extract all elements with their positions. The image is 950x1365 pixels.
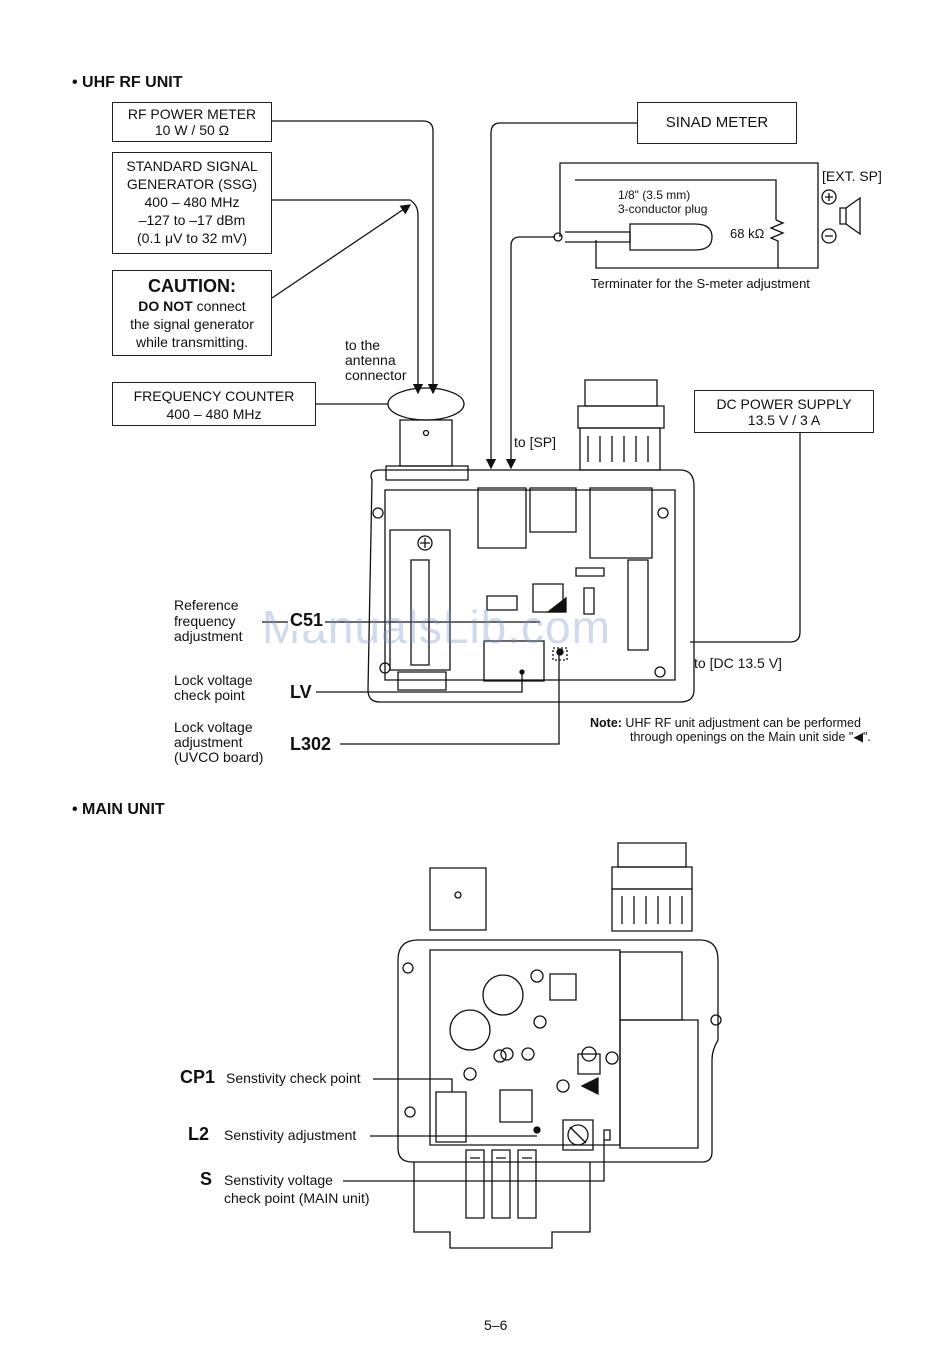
ssg-line4: –127 to –17 dBm	[138, 212, 246, 228]
antenna-note-line1: to the	[345, 337, 381, 353]
lock-adj-line1: Lock voltage	[174, 719, 253, 735]
caution-line2: the signal generator	[130, 316, 254, 332]
freq-counter-spec: 400 – 480 MHz	[166, 406, 262, 422]
note-label: Note:	[590, 716, 622, 730]
ssg-line5: (0.1 μV to 32 mV)	[137, 230, 247, 246]
ref-freq-line3: adjustment	[174, 628, 243, 644]
caution-line3: while transmitting.	[135, 334, 249, 350]
ssg-line1: STANDARD SIGNAL	[126, 158, 258, 174]
plug-size-label: 1/8" (3.5 mm)	[618, 188, 691, 202]
rf-power-meter-spec: 10 W / 50 Ω	[154, 122, 230, 138]
terminator-label: Terminater for the S-meter adjustment	[591, 276, 810, 291]
s-code: S	[200, 1169, 213, 1189]
l2-code: L2	[188, 1124, 210, 1144]
dc-supply-spec: 13.5 V / 3 A	[747, 412, 821, 428]
note-text1: UHF RF unit adjustment can be performed	[621, 716, 861, 730]
dc-supply-title: DC POWER SUPPLY	[716, 396, 852, 412]
ref-freq-line1: Reference	[174, 597, 239, 613]
ext-sp-label: [EXT. SP]	[822, 168, 882, 184]
note-line2: through openings on the Main unit side "…	[630, 730, 871, 744]
freq-counter-title: FREQUENCY COUNTER	[133, 388, 295, 404]
plug-type-label: 3-conductor plug	[618, 202, 708, 216]
note-line1: Note: UHF RF unit adjustment can be perf…	[590, 716, 861, 730]
frequency-counter-box: FREQUENCY COUNTER 400 – 480 MHz	[112, 382, 316, 426]
l302-code: L302	[288, 734, 334, 755]
antenna-note-line2: antenna	[345, 352, 396, 368]
to-sp-label: to [SP]	[514, 434, 557, 450]
s-text-line2: check point (MAIN unit)	[224, 1190, 370, 1206]
rf-power-meter-title: RF POWER METER	[127, 106, 257, 122]
lock-adj-line3: (UVCO board)	[174, 749, 264, 765]
ssg-line2: GENERATOR (SSG)	[126, 176, 258, 192]
lock-check-line1: Lock voltage	[174, 672, 253, 688]
caution-title: CAUTION:	[148, 276, 236, 296]
ssg-line3: 400 – 480 MHz	[144, 194, 240, 210]
caution-line1: connect	[192, 298, 246, 314]
lv-code: LV	[288, 682, 314, 703]
main-section-heading: • MAIN UNIT	[72, 801, 165, 818]
resistor-label: 68 kΩ	[730, 226, 765, 241]
ssg-box: STANDARD SIGNAL GENERATOR (SSG) 400 – 48…	[112, 152, 272, 254]
ref-freq-line2: frequency	[174, 613, 236, 629]
cp1-text: Senstivity check point	[226, 1070, 361, 1086]
cp1-code: CP1	[180, 1067, 216, 1087]
to-dc-label: to [DC 13.5 V]	[694, 655, 782, 671]
lock-check-line2: check point	[174, 687, 245, 703]
sinad-meter-box: SINAD METER	[637, 102, 797, 144]
antenna-note-line3: connector	[345, 367, 407, 383]
page-number: 5–6	[484, 1317, 508, 1333]
lock-adj-line2: adjustment	[174, 734, 243, 750]
rf-power-meter-box: RF POWER METER 10 W / 50 Ω	[112, 102, 272, 142]
caution-box: CAUTION: DO NOT connect the signal gener…	[112, 270, 272, 356]
l2-text: Senstivity adjustment	[224, 1127, 357, 1143]
uhf-section-heading: • UHF RF UNIT	[72, 74, 183, 91]
s-text-line1: Senstivity voltage	[224, 1172, 333, 1188]
dc-power-supply-box: DC POWER SUPPLY 13.5 V / 3 A	[694, 390, 874, 433]
c51-code: C51	[288, 610, 326, 631]
caution-bold: DO NOT	[138, 298, 193, 314]
